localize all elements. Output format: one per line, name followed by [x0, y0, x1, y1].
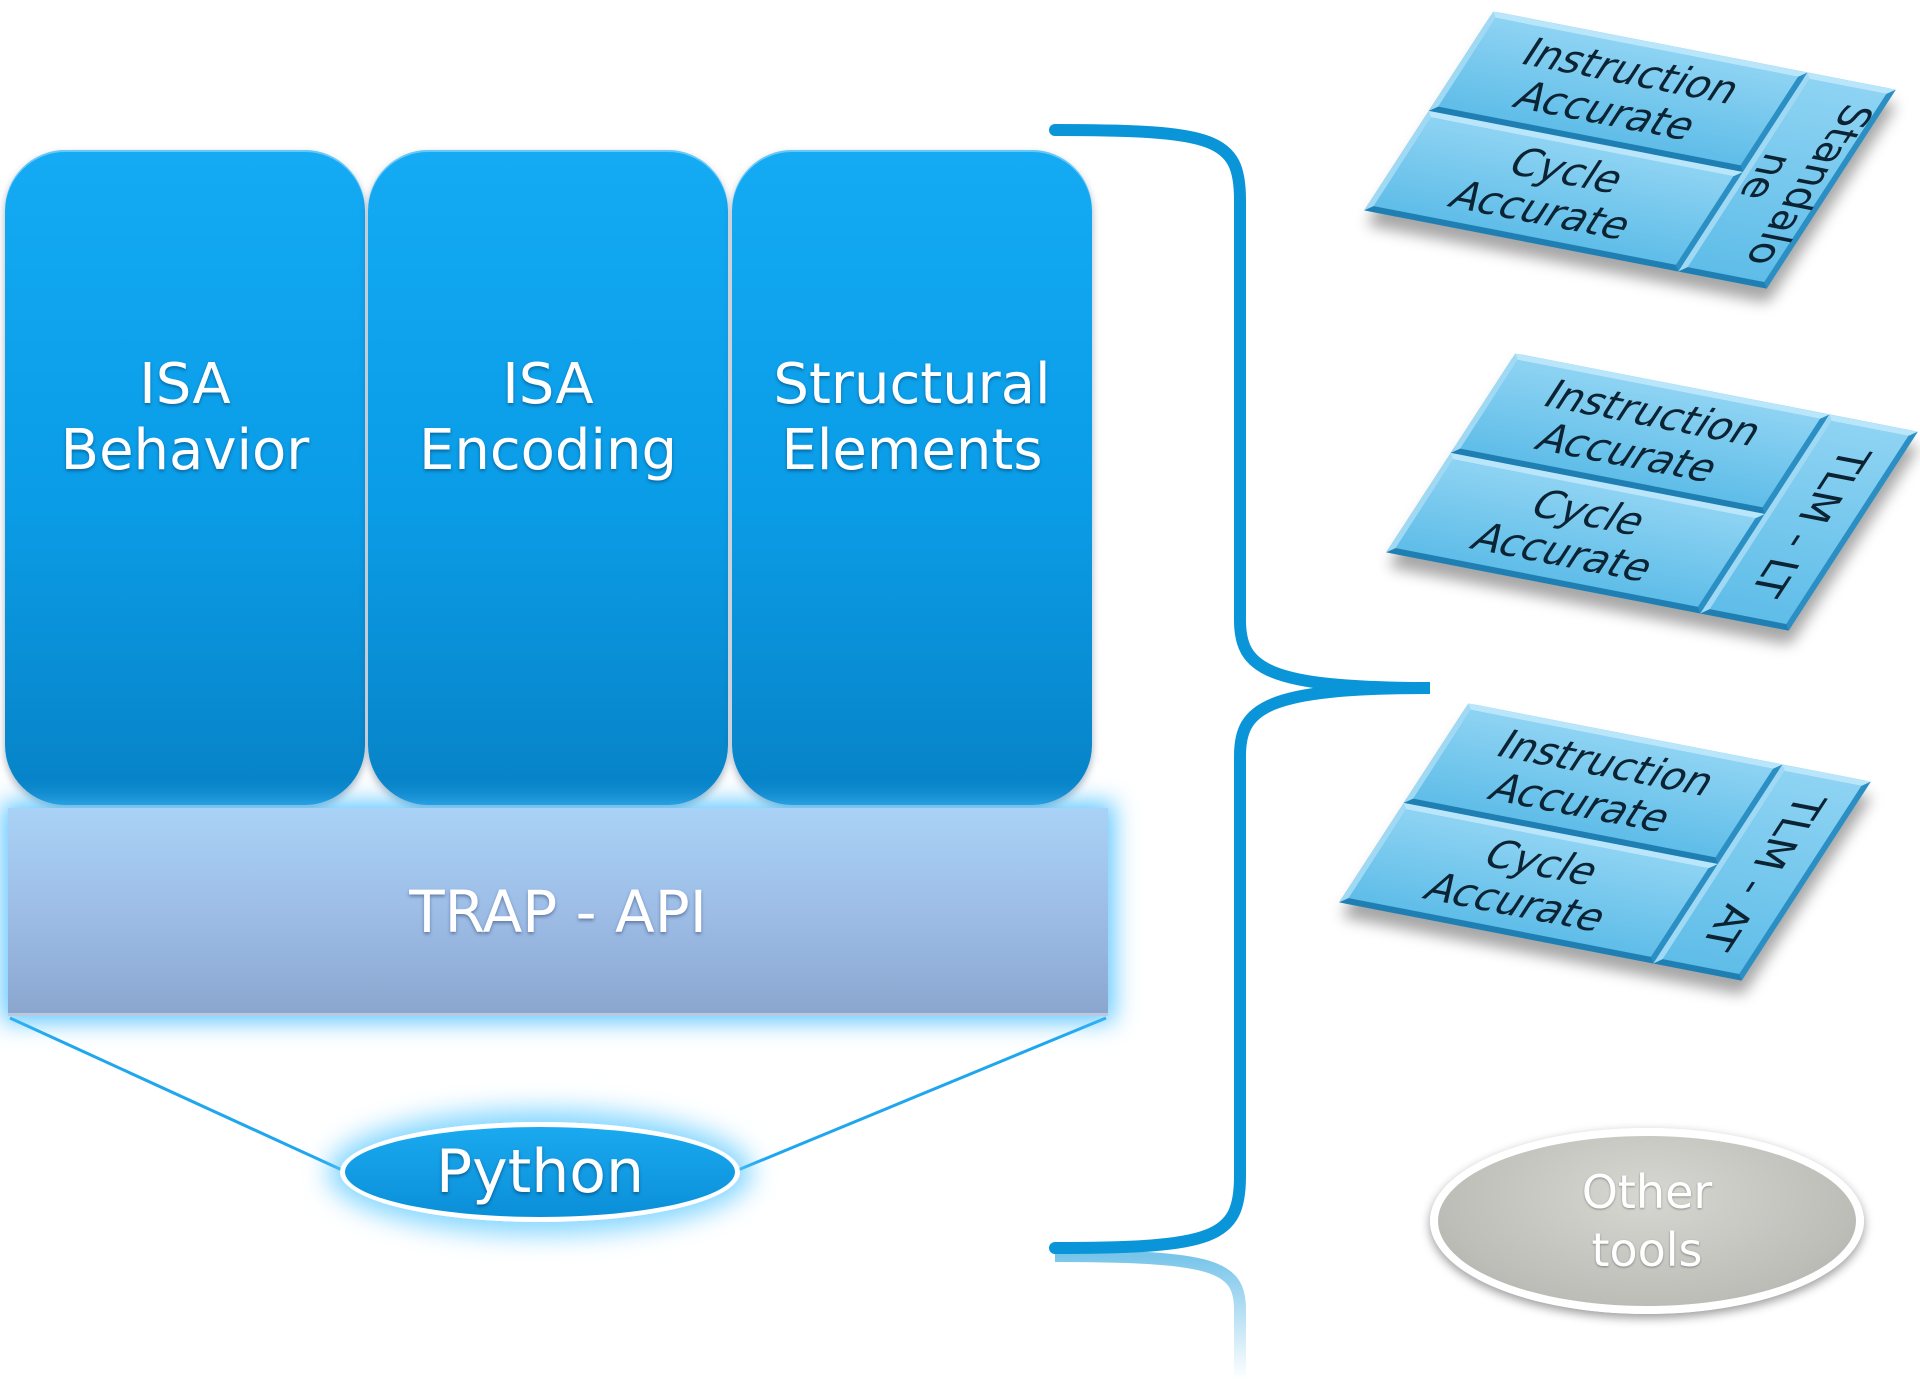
isa-behavior-label: ISA Behavior — [60, 351, 310, 483]
isa-behavior-block: ISA Behavior — [5, 150, 365, 805]
other-tools-node: Other tools — [1430, 1128, 1864, 1314]
python-node: Python — [340, 1122, 740, 1222]
structural-elements-label: Structural Elements — [773, 351, 1051, 483]
brace-icon — [1049, 124, 1431, 1254]
brace-reflection — [1054, 1250, 1246, 1379]
isa-encoding-block: ISA Encoding — [368, 150, 728, 805]
trap-api-bar: TRAP - API — [8, 808, 1108, 1016]
funnel-line-right — [737, 1016, 1107, 1172]
python-label: Python — [436, 1137, 644, 1207]
funnel-line-left — [9, 1016, 343, 1172]
other-tools-label: Other tools — [1581, 1165, 1713, 1277]
isa-encoding-label: ISA Encoding — [418, 351, 678, 483]
structural-elements-block: Structural Elements — [732, 150, 1092, 805]
trap-api-label: TRAP - API — [409, 878, 707, 946]
